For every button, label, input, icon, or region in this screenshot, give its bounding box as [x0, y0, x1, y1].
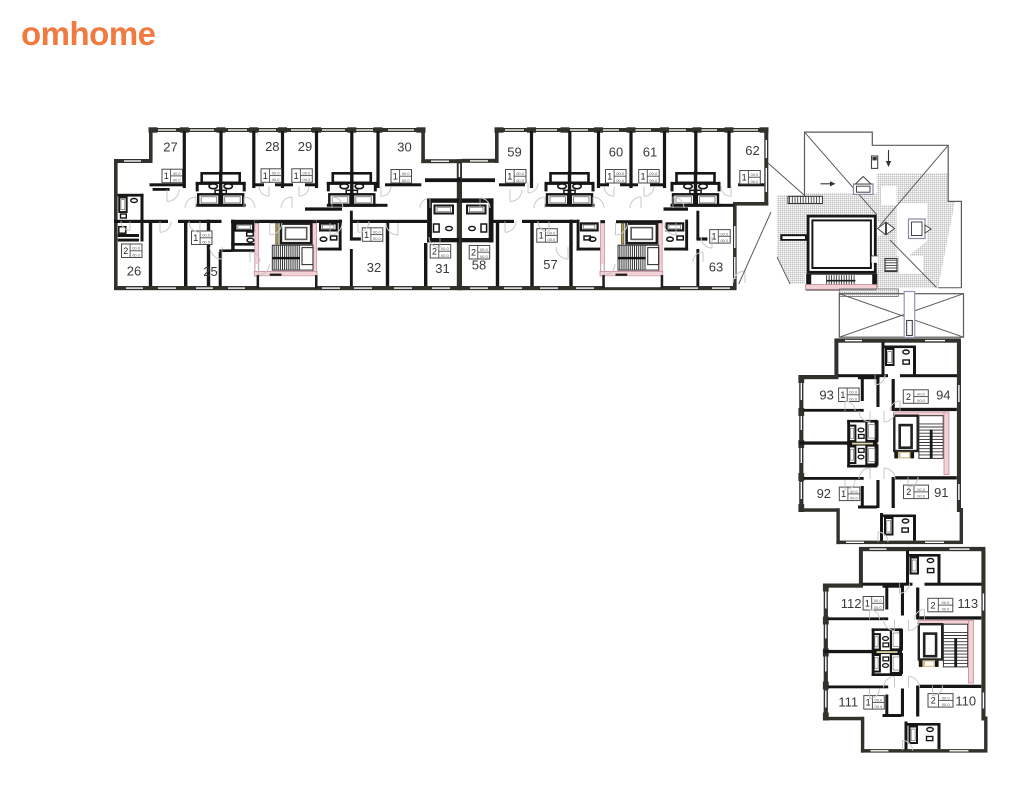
svg-text:00.0: 00.0 — [202, 233, 211, 238]
svg-text:1: 1 — [865, 598, 870, 608]
svg-text:00.0: 00.0 — [917, 494, 926, 499]
svg-text:1: 1 — [364, 230, 369, 240]
svg-text:1: 1 — [539, 231, 544, 241]
svg-text:59: 59 — [507, 145, 521, 160]
svg-text:00.0: 00.0 — [202, 239, 211, 244]
svg-text:2: 2 — [123, 246, 128, 256]
svg-text:111: 111 — [838, 694, 858, 709]
svg-text:60: 60 — [609, 145, 623, 160]
svg-text:31: 31 — [435, 261, 449, 276]
svg-text:00.0: 00.0 — [720, 231, 729, 236]
svg-text:26: 26 — [127, 264, 141, 279]
svg-text:1: 1 — [640, 171, 645, 181]
svg-text:00.0: 00.0 — [751, 172, 760, 177]
svg-text:1: 1 — [866, 698, 871, 708]
svg-text:91: 91 — [934, 485, 948, 500]
svg-text:93: 93 — [819, 388, 833, 403]
svg-text:110: 110 — [955, 693, 976, 708]
svg-text:1: 1 — [711, 232, 716, 242]
svg-text:00.0: 00.0 — [303, 171, 312, 176]
svg-text:00.0: 00.0 — [373, 230, 382, 235]
svg-text:30: 30 — [397, 140, 411, 155]
svg-text:00.0: 00.0 — [480, 247, 489, 252]
svg-text:00.0: 00.0 — [875, 704, 884, 709]
svg-text:00.0: 00.0 — [516, 171, 525, 176]
svg-text:00.0: 00.0 — [402, 178, 411, 183]
svg-text:00.0: 00.0 — [402, 171, 411, 176]
svg-text:2: 2 — [906, 392, 911, 402]
svg-text:00.0: 00.0 — [548, 237, 557, 242]
svg-text:00.0: 00.0 — [548, 230, 557, 235]
svg-text:1: 1 — [840, 390, 845, 400]
svg-text:00.0: 00.0 — [917, 398, 926, 403]
svg-text:00.0: 00.0 — [441, 246, 450, 251]
svg-text:00.0: 00.0 — [480, 254, 489, 259]
svg-text:58: 58 — [472, 258, 486, 273]
svg-text:00.0: 00.0 — [942, 695, 951, 700]
svg-text:00.0: 00.0 — [942, 600, 951, 605]
svg-text:00.0: 00.0 — [874, 605, 883, 610]
svg-text:112: 112 — [841, 596, 862, 611]
svg-text:00.0: 00.0 — [849, 390, 858, 395]
svg-text:1: 1 — [507, 171, 512, 181]
svg-text:00.0: 00.0 — [303, 177, 312, 182]
svg-text:2: 2 — [930, 600, 935, 610]
svg-text:00.0: 00.0 — [272, 171, 281, 176]
svg-text:00.0: 00.0 — [132, 246, 141, 251]
svg-text:1: 1 — [164, 171, 169, 181]
svg-text:00.0: 00.0 — [917, 487, 926, 492]
svg-text:00.0: 00.0 — [616, 171, 625, 176]
svg-text:63: 63 — [709, 260, 723, 275]
svg-text:00.0: 00.0 — [132, 252, 141, 257]
svg-text:00.0: 00.0 — [373, 236, 382, 241]
svg-text:00.0: 00.0 — [942, 607, 951, 612]
svg-text:113: 113 — [957, 596, 978, 611]
svg-text:00.0: 00.0 — [173, 171, 182, 176]
svg-text:2: 2 — [432, 246, 437, 256]
svg-text:28: 28 — [265, 139, 279, 154]
svg-text:1: 1 — [607, 171, 612, 181]
svg-text:2: 2 — [471, 247, 476, 257]
svg-text:1: 1 — [193, 233, 198, 243]
svg-text:00.0: 00.0 — [649, 171, 658, 176]
svg-text:00.0: 00.0 — [850, 496, 859, 501]
svg-text:00.0: 00.0 — [516, 178, 525, 183]
svg-text:92: 92 — [817, 486, 831, 501]
svg-text:27: 27 — [163, 140, 177, 155]
svg-text:00.0: 00.0 — [942, 702, 951, 707]
svg-text:00.0: 00.0 — [720, 238, 729, 243]
svg-text:1: 1 — [742, 172, 747, 182]
svg-text:1: 1 — [294, 171, 299, 181]
svg-text:32: 32 — [367, 260, 381, 275]
svg-text:00.0: 00.0 — [751, 179, 760, 184]
svg-text:2: 2 — [931, 696, 936, 706]
svg-text:00.0: 00.0 — [441, 253, 450, 258]
svg-text:61: 61 — [643, 145, 657, 160]
svg-text:00.0: 00.0 — [173, 178, 182, 183]
svg-text:29: 29 — [298, 139, 312, 154]
svg-text:25: 25 — [203, 264, 217, 279]
svg-text:62: 62 — [745, 143, 759, 158]
svg-text:00.0: 00.0 — [874, 598, 883, 603]
svg-text:00.0: 00.0 — [849, 396, 858, 401]
svg-text:00.0: 00.0 — [850, 489, 859, 494]
svg-text:00.0: 00.0 — [875, 697, 884, 702]
svg-text:00.0: 00.0 — [917, 392, 926, 397]
svg-text:00.0: 00.0 — [649, 178, 658, 183]
svg-text:1: 1 — [393, 171, 398, 181]
svg-text:1: 1 — [841, 489, 846, 499]
svg-text:94: 94 — [936, 388, 950, 403]
svg-text:00.0: 00.0 — [272, 177, 281, 182]
svg-text:2: 2 — [906, 487, 911, 497]
svg-text:1: 1 — [263, 171, 268, 181]
svg-text:00.0: 00.0 — [616, 178, 625, 183]
svg-text:57: 57 — [543, 257, 557, 272]
